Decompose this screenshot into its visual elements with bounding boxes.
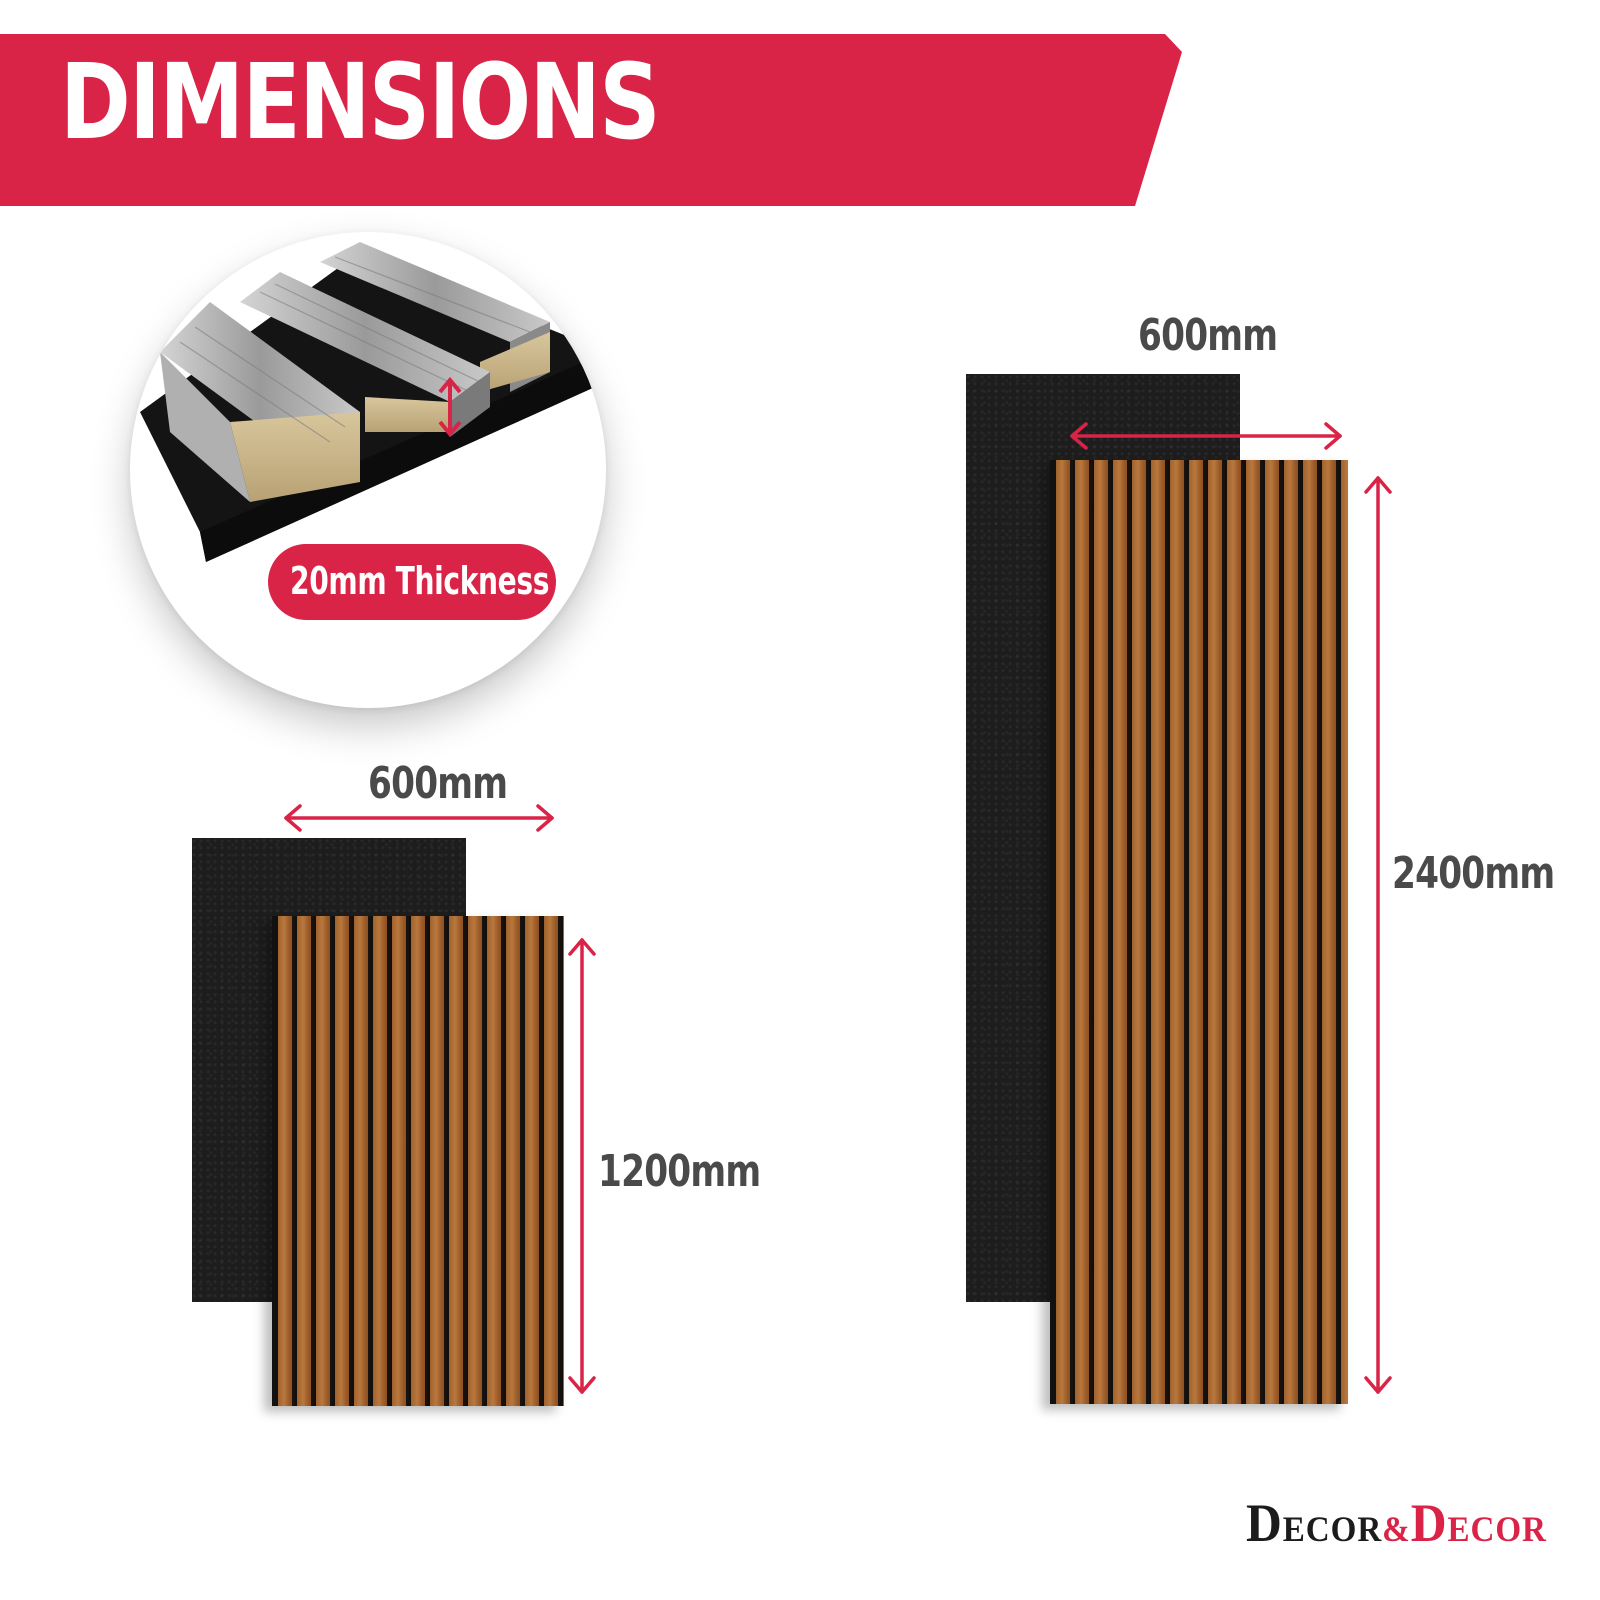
page-title: DIMENSIONS xyxy=(60,41,661,163)
large-panel-slats xyxy=(1050,460,1348,1404)
small-width-arrow-icon xyxy=(284,804,554,832)
small-height-arrow-icon xyxy=(568,938,596,1394)
large-panel-width-label: 600mm xyxy=(1138,310,1278,361)
thickness-arrow-icon xyxy=(438,376,462,438)
brand-logo: DECOR&DECOR xyxy=(1246,1493,1547,1553)
slat-cross-section-illustration xyxy=(140,242,606,562)
small-panel-height-label: 1200mm xyxy=(598,1146,761,1197)
thickness-badge-label: 20mm Thickness xyxy=(290,559,550,603)
header-banner xyxy=(0,34,1182,206)
large-width-arrow-icon xyxy=(1070,422,1342,450)
large-height-arrow-icon xyxy=(1364,476,1392,1394)
small-panel-slats xyxy=(272,916,564,1406)
large-panel-height-label: 2400mm xyxy=(1392,848,1555,899)
small-panel-width-label: 600mm xyxy=(368,758,508,809)
thickness-detail-image xyxy=(130,232,606,708)
thickness-badge xyxy=(268,544,556,620)
